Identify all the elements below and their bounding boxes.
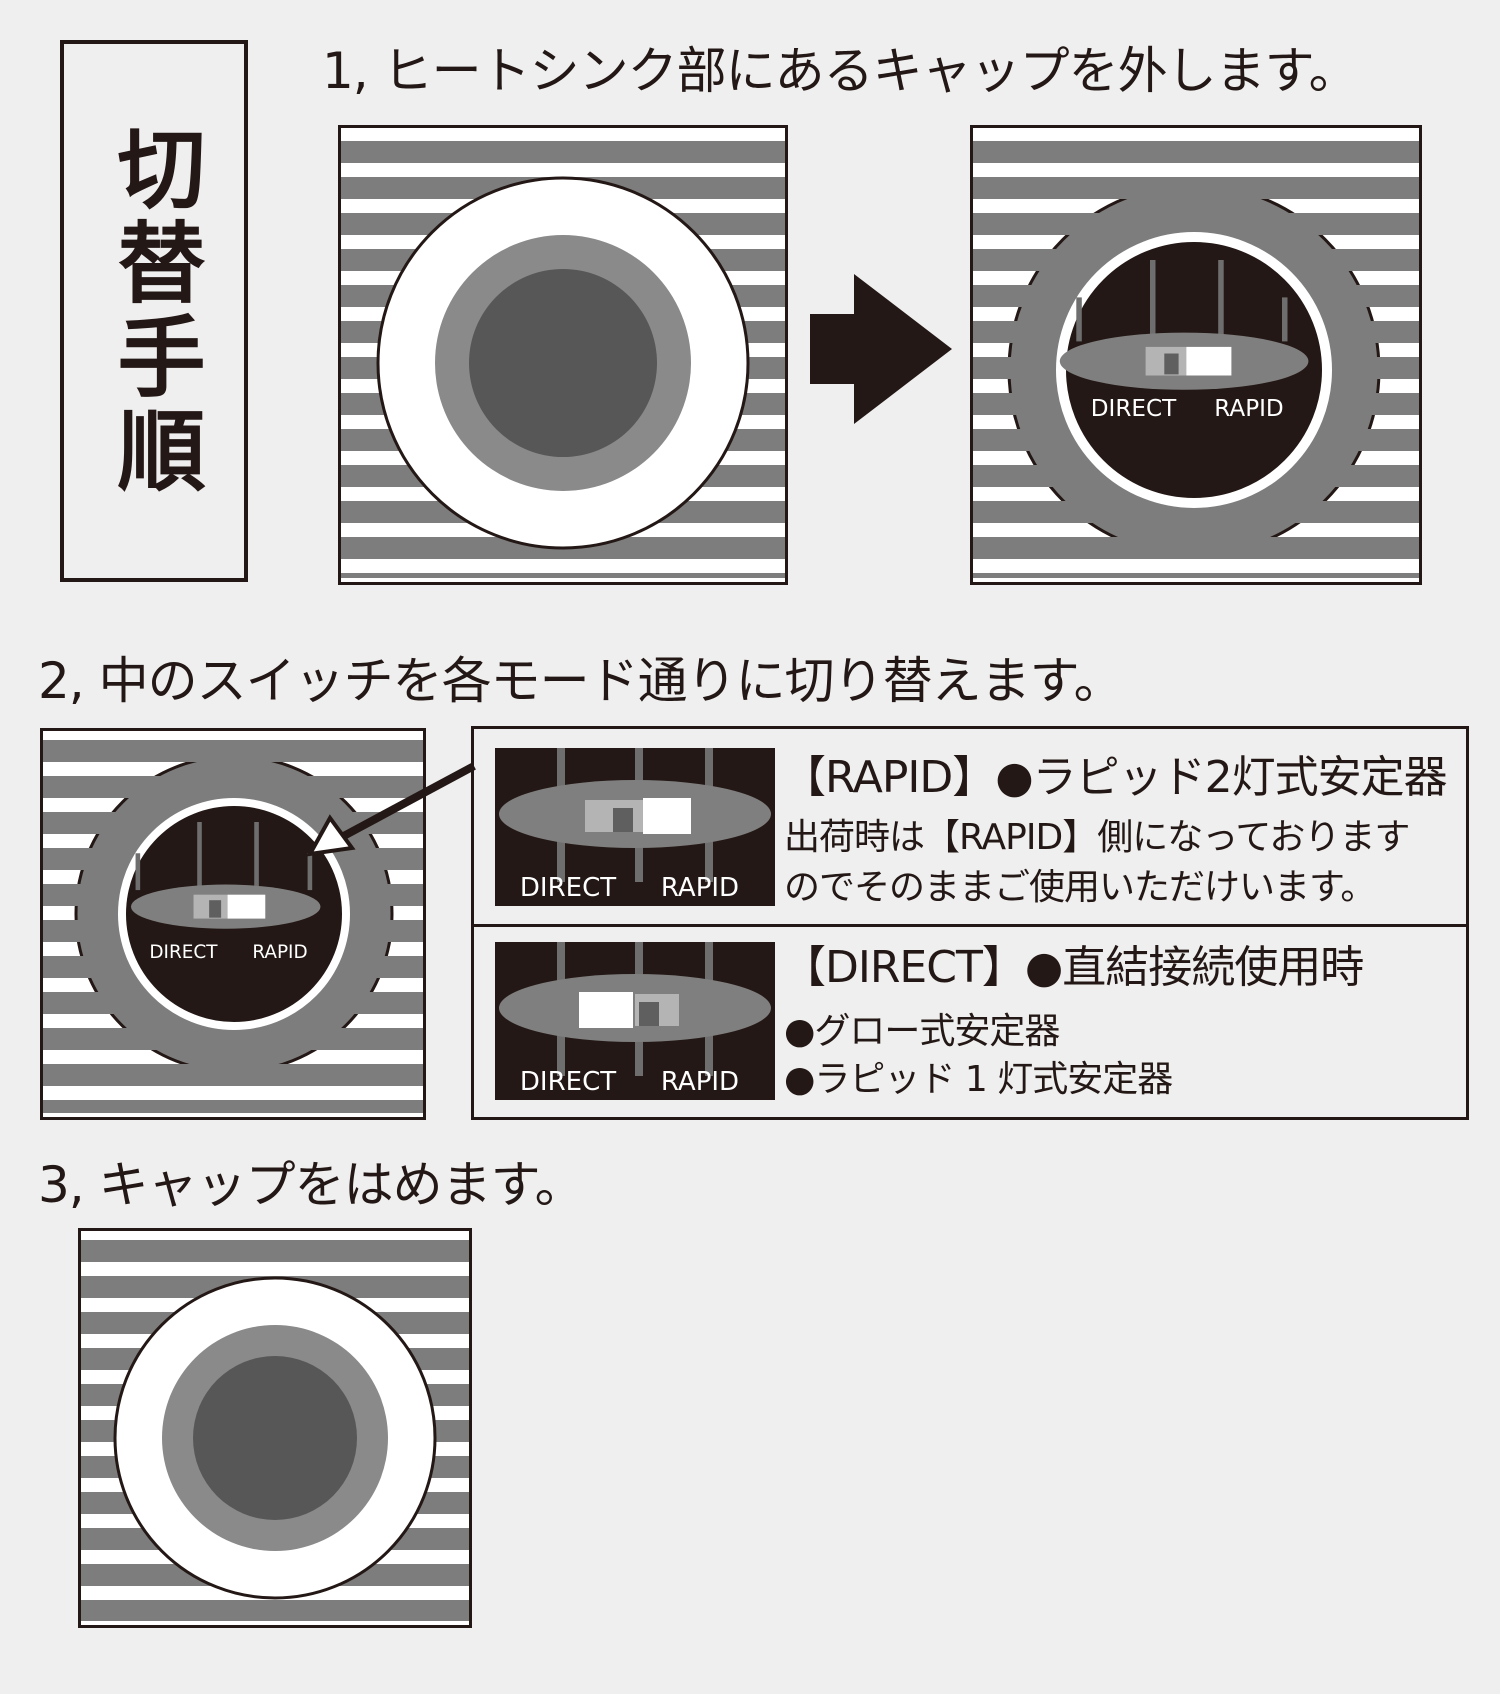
mode-rapid-heading: 【RAPID】●ラピッド2灯式安定器 — [782, 752, 1448, 803]
step-2-text: 2, 中のスイッチを各モード通りに切り替えます。 — [38, 652, 1124, 710]
direct-label: DIRECT — [520, 1067, 616, 1097]
fin-stripe — [973, 141, 1419, 163]
rapid-label: RAPID — [252, 942, 307, 963]
fin-stripe — [341, 141, 785, 163]
procedure-title: 切替手順 — [103, 123, 206, 499]
heatsink-capped-final-illustration — [78, 1228, 472, 1628]
mode-rapid-note-2: のでそのままご使用いただけいます。 — [784, 867, 1376, 908]
procedure-title-box: 切替手順 — [60, 40, 248, 582]
pointer-arrow-icon — [306, 762, 476, 857]
fin-stripe — [43, 1064, 423, 1086]
fin-stripe — [973, 537, 1419, 559]
rapid-label: RAPID — [1214, 396, 1283, 422]
modes-panel — [471, 726, 1469, 1120]
fin-stripe — [81, 1240, 469, 1262]
fin-stripe — [973, 501, 1419, 523]
heatsink-open-illustration: DIRECT RAPID — [970, 125, 1422, 585]
step-3-text: 3, キャップをはめます。 — [38, 1156, 585, 1214]
heatsink-capped-illustration — [338, 125, 788, 585]
mode-direct-note-2: ●ラピッド 1 灯式安定器 — [784, 1059, 1173, 1100]
mode-direct-heading: 【DIRECT】●直結接続使用時 — [782, 942, 1364, 993]
fin-stripe — [81, 1600, 469, 1621]
step-1-text: 1, ヒートシンク部にあるキャップを外します。 — [322, 42, 1359, 100]
direct-label: DIRECT — [149, 942, 218, 963]
mode-rapid-note-1: 出荷時は【RAPID】側になっております — [784, 817, 1410, 858]
switch-rapid-panel: DIRECT RAPID — [495, 748, 775, 906]
fin-stripe — [43, 1028, 423, 1050]
rapid-label: RAPID — [661, 1067, 739, 1097]
fin-stripe — [43, 776, 423, 798]
right-arrow-icon — [810, 274, 952, 424]
fin-stripe — [973, 177, 1419, 199]
fin-stripe — [973, 573, 1419, 578]
fin-stripe — [341, 573, 785, 578]
rapid-label: RAPID — [661, 873, 739, 903]
heatsink-switch-illustration: DIRECT RAPID — [40, 728, 426, 1120]
fin-stripe — [973, 213, 1419, 235]
fin-stripe — [43, 1100, 423, 1113]
direct-label: DIRECT — [1091, 396, 1177, 422]
modes-divider — [474, 924, 1466, 927]
fin-stripe — [43, 740, 423, 762]
mode-direct-note-1: ●グロー式安定器 — [784, 1011, 1060, 1052]
direct-label: DIRECT — [520, 873, 616, 903]
switch-direct-panel: DIRECT RAPID — [495, 942, 775, 1100]
